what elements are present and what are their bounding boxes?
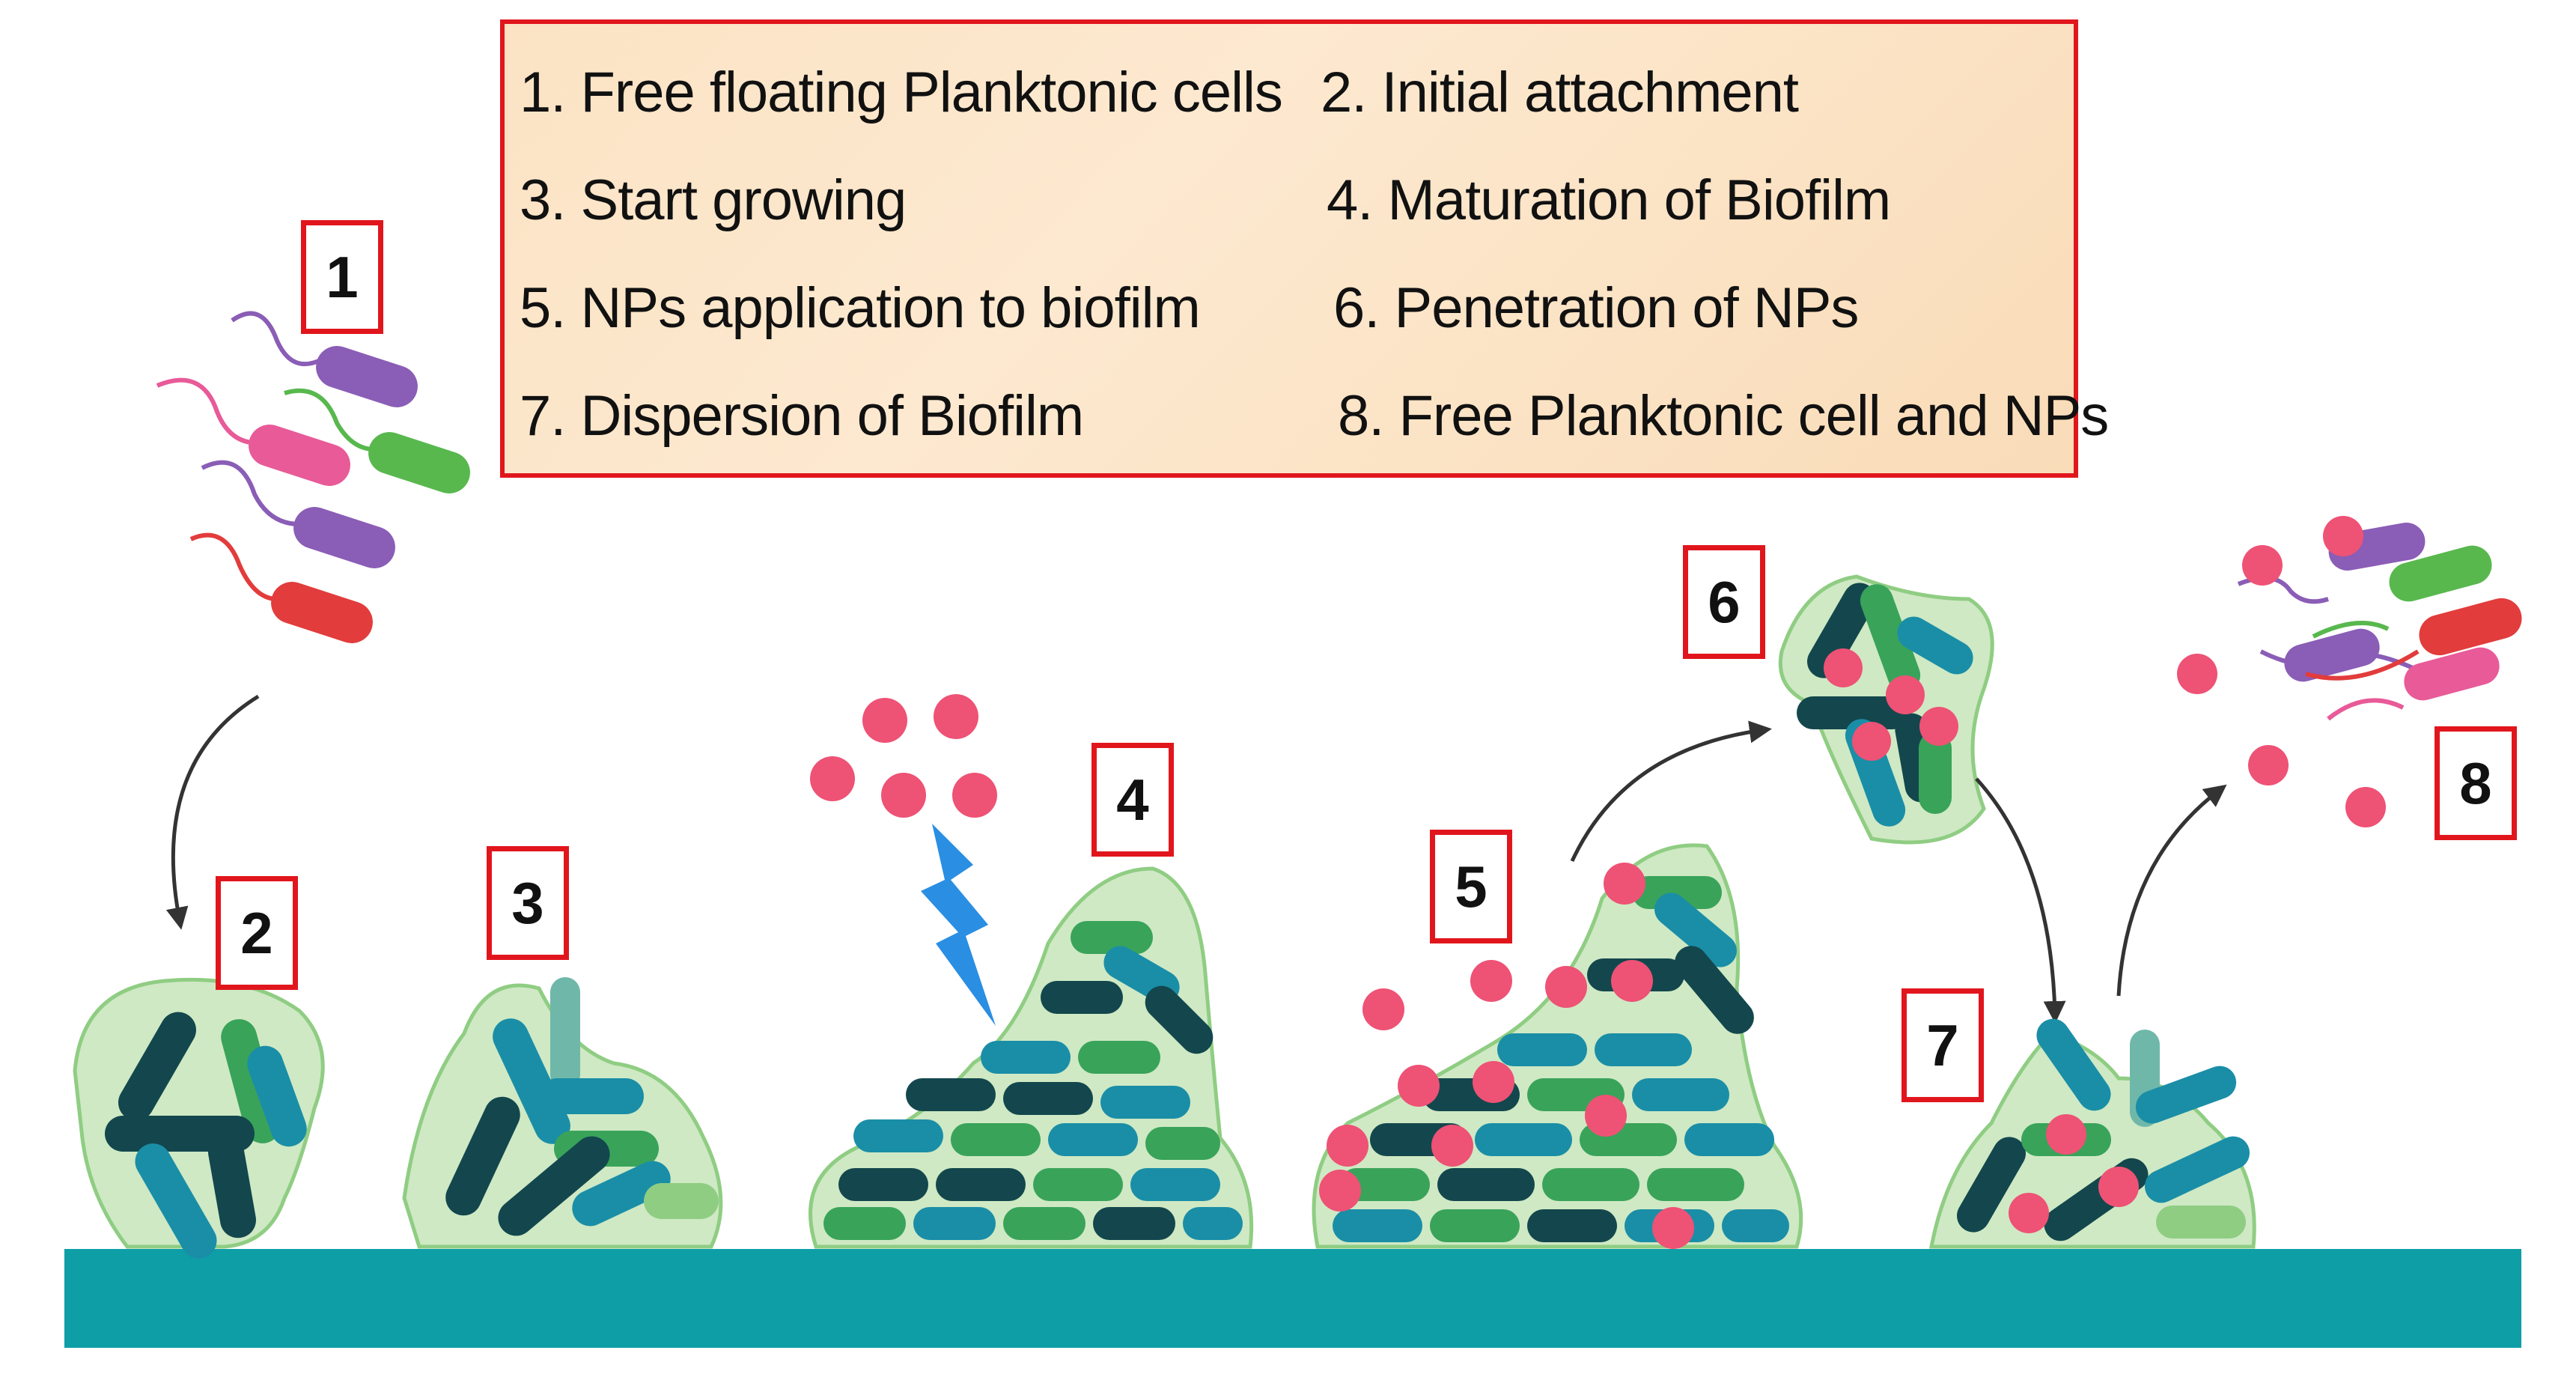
biofilm-cluster-icon bbox=[1778, 574, 1994, 845]
stage-label-2: 2 bbox=[216, 876, 298, 990]
nanoparticle-icon bbox=[2177, 516, 2386, 827]
legend-item-6: 6. Penetration of NPs bbox=[1333, 276, 1859, 340]
nanoparticle-icon bbox=[1319, 863, 1694, 1249]
legend-item-8: 8. Free Planktonic cell and NPs bbox=[1338, 384, 2109, 448]
legend-item-2: 2. Initial attachment bbox=[1321, 61, 1799, 124]
legend-item-1: 1. Free floating Planktonic cells bbox=[520, 61, 1283, 124]
legend-item-7: 7. Dispersion of Biofilm bbox=[520, 384, 1084, 448]
arrow-icon bbox=[165, 694, 260, 930]
surface-icon bbox=[64, 1249, 2521, 1348]
arrow-icon bbox=[1570, 720, 1772, 863]
stage-label-7: 7 bbox=[1901, 988, 1984, 1102]
nanoparticle-icon bbox=[810, 694, 997, 818]
biofilm-cluster-icon bbox=[1928, 1018, 2256, 1249]
stage-label-3: 3 bbox=[487, 846, 569, 960]
legend-item-4: 4. Maturation of Biofilm bbox=[1327, 168, 1891, 232]
lightning-icon bbox=[921, 824, 996, 1026]
stage-label-1: 1 bbox=[301, 220, 383, 334]
biofilm-cluster-icon bbox=[809, 866, 1254, 1249]
legend-box: 1. Free floating Planktonic cells 2. Ini… bbox=[500, 19, 2109, 478]
stage-label-6: 6 bbox=[1683, 545, 1765, 659]
biofilm-cluster-icon bbox=[73, 977, 325, 1259]
arrow-icon bbox=[1975, 777, 2066, 1024]
biofilm-cluster-icon bbox=[1312, 843, 1803, 1249]
planktonic-cells-icon bbox=[156, 311, 470, 643]
legend-item-5: 5. NPs application to biofilm bbox=[520, 276, 1201, 340]
arrow-icon bbox=[2116, 784, 2227, 997]
stage-label-4: 4 bbox=[1091, 743, 1174, 857]
planktonic-cells-icon bbox=[2237, 523, 2522, 721]
nanoparticle-icon bbox=[1824, 648, 1958, 761]
nanoparticle-icon bbox=[2009, 1114, 2139, 1233]
biofilm-cluster-icon bbox=[402, 977, 723, 1249]
stage-label-5: 5 bbox=[1430, 830, 1512, 943]
stage-label-8: 8 bbox=[2435, 726, 2517, 840]
legend-item-3: 3. Start growing bbox=[520, 168, 907, 232]
